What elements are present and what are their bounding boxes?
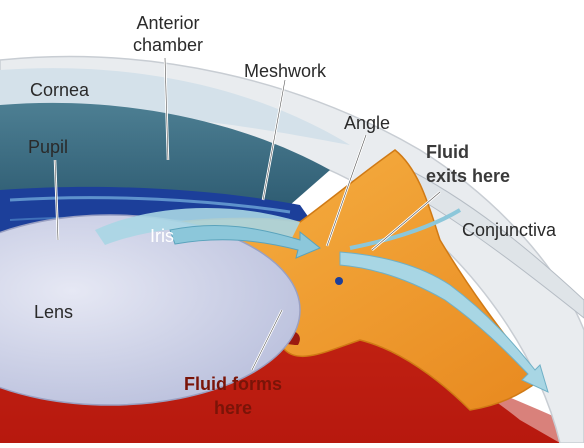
schlemm-canal-dot bbox=[335, 277, 343, 285]
label-angle: Angle bbox=[344, 113, 390, 133]
label-cornea: Cornea bbox=[30, 80, 89, 100]
label-fluid-exits-here: Fluid exits here bbox=[426, 140, 510, 188]
label-conjunctiva: Conjunctiva bbox=[462, 220, 556, 240]
label-anterior-chamber: Anterior chamber bbox=[118, 12, 218, 56]
label-fluid-forms-here: Fluid forms here bbox=[158, 372, 308, 420]
label-lens: Lens bbox=[34, 302, 73, 322]
label-iris: Iris bbox=[150, 226, 174, 246]
label-pupil: Pupil bbox=[28, 137, 68, 157]
label-meshwork: Meshwork bbox=[244, 61, 326, 81]
